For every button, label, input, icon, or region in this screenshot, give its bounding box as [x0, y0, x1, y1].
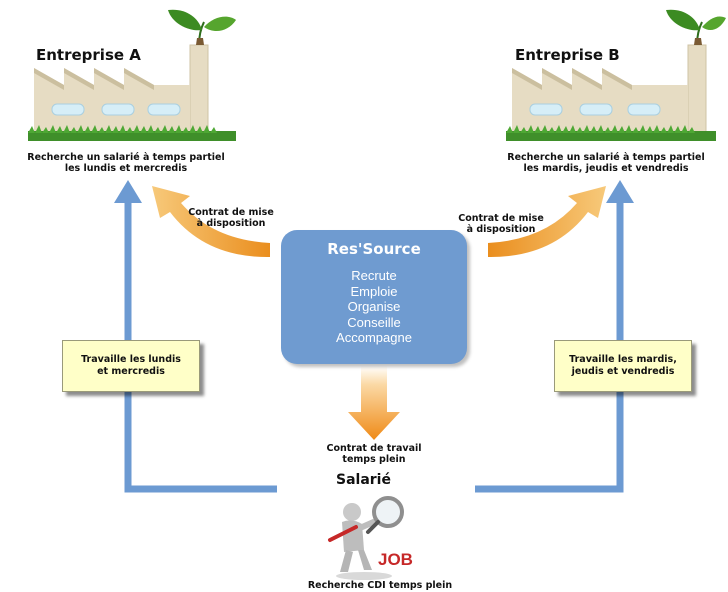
res-source-item: Emploie	[350, 283, 398, 299]
work-contract-line2: temps plein	[342, 454, 406, 465]
contract-left-line1: Contrat de mise	[188, 207, 274, 218]
contract-right-label: Contrat de mise à disposition	[456, 213, 546, 235]
employee-caption: Recherche CDI temps plein	[307, 580, 453, 591]
work-contract-line1: Contrat de travail	[326, 443, 422, 454]
res-source-item: Conseille	[347, 314, 401, 330]
res-source-item: Organise	[347, 299, 401, 314]
note-right-line1: Travaille les mardis,	[569, 354, 677, 365]
company-b-description: Recherche un salarié à temps partiel les…	[488, 152, 724, 174]
plant-icon	[168, 9, 236, 46]
person-with-magnifier-icon	[328, 496, 404, 580]
contract-right-line1: Contrat de mise	[458, 213, 544, 224]
note-right-line2: jeudis et vendredis	[571, 366, 675, 377]
res-source-item: Recrute	[351, 268, 397, 283]
company-b-desc-line2: les mardis, jeudis et vendredis	[523, 163, 689, 174]
plant-icon	[666, 9, 726, 46]
company-a-desc-line2: les lundis et mercredis	[64, 163, 188, 174]
res-source-list: Recrute Emploie Organise Conseille Accom…	[281, 268, 467, 346]
company-b-desc-line1: Recherche un salarié à temps partiel	[507, 152, 705, 163]
res-source-title: Res'Source	[327, 240, 421, 258]
contract-left-line2: à disposition	[196, 218, 266, 229]
blue-arrow-left	[114, 180, 277, 493]
orange-arrow-left	[152, 186, 270, 258]
work-contract-label: Contrat de travail temps plein	[314, 443, 434, 465]
note-left-line2: et mercredis	[97, 366, 165, 377]
contract-left-label: Contrat de mise à disposition	[186, 207, 276, 229]
blue-arrow-right	[475, 180, 634, 493]
orange-arrow-right	[488, 186, 606, 258]
factory-icon	[506, 44, 716, 141]
employee-title: Salarié	[336, 472, 391, 488]
contract-right-line2: à disposition	[466, 224, 536, 235]
note-left: Travaille les lundis et mercredis	[62, 340, 200, 392]
orange-arrow-down	[348, 366, 400, 440]
res-source-box: Res'Source Recrute Emploie Organise Cons…	[281, 230, 467, 364]
company-b-title: Entreprise B	[515, 46, 620, 64]
factory-icon	[28, 44, 236, 141]
company-a-title: Entreprise A	[36, 46, 141, 64]
note-right: Travaille les mardis, jeudis et vendredi…	[554, 340, 692, 392]
job-label: JOB	[378, 550, 413, 569]
note-left-line1: Travaille les lundis	[81, 354, 181, 365]
company-a-description: Recherche un salarié à temps partiel les…	[6, 152, 246, 174]
company-a-desc-line1: Recherche un salarié à temps partiel	[27, 152, 225, 163]
res-source-item: Accompagne	[336, 330, 412, 345]
